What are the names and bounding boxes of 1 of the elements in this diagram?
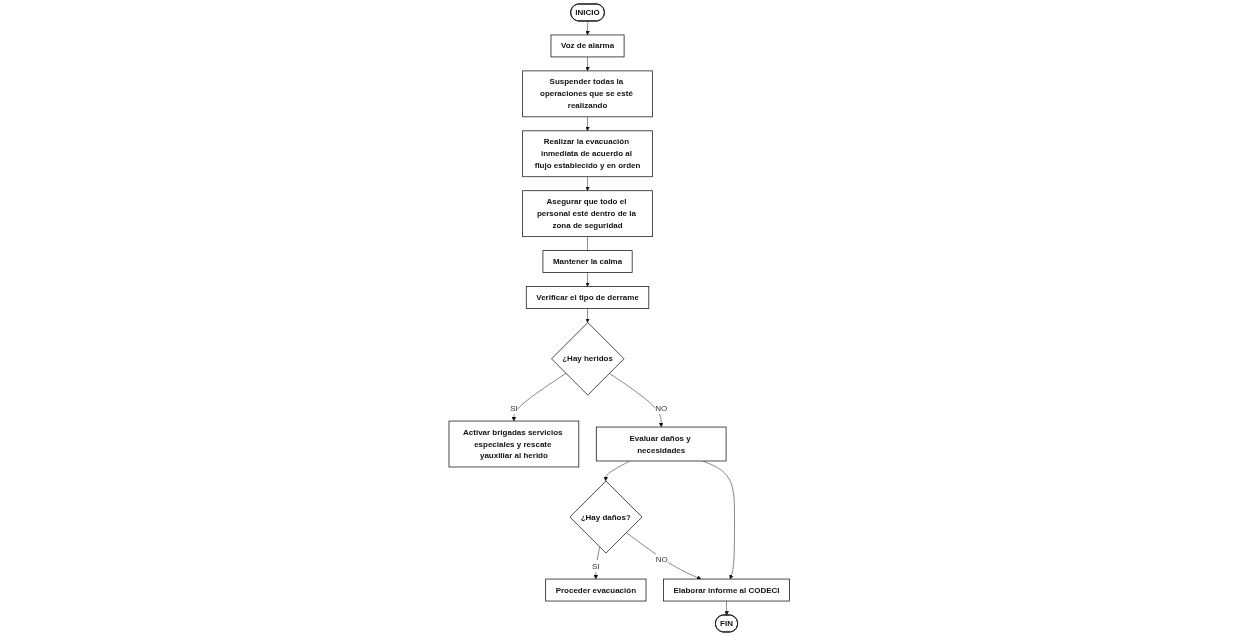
connector	[587, 236, 588, 251]
